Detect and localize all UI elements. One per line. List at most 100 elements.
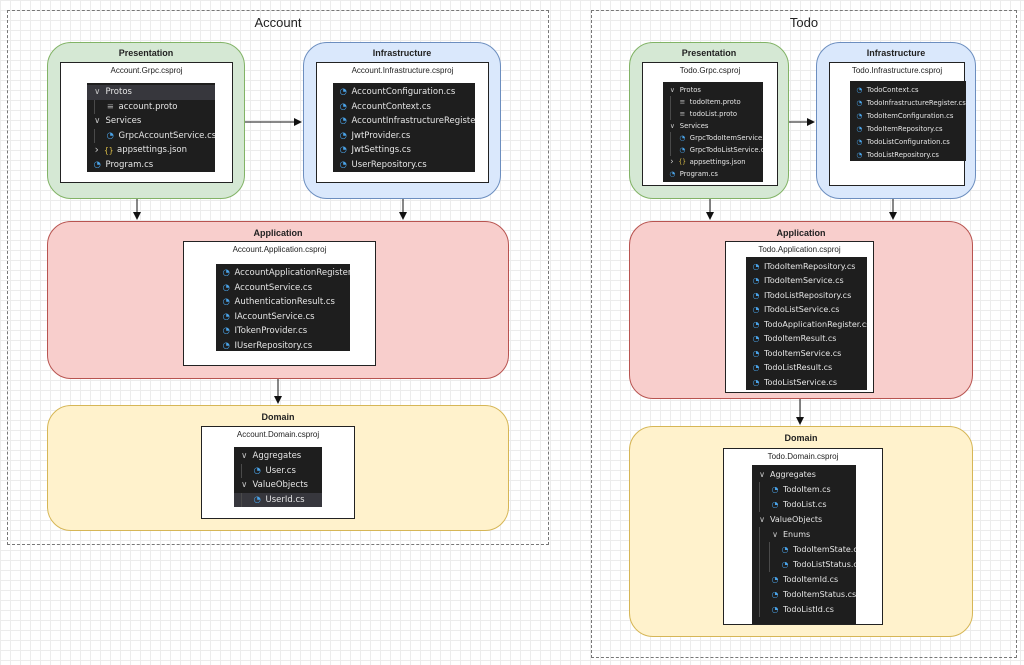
- tree-item[interactable]: ◔TodoItemId.cs: [752, 572, 856, 587]
- chevron-down-icon[interactable]: ∨: [772, 530, 778, 539]
- tree-item[interactable]: ◔AccountContext.cs: [333, 100, 475, 115]
- indent-guide: [759, 602, 769, 617]
- tree-item[interactable]: ∨Protos: [87, 85, 215, 100]
- tree-item[interactable]: ∨ Services: [663, 120, 763, 132]
- tree-item-label: TodoItemStatus.cs: [783, 590, 856, 599]
- chevron-down-icon[interactable]: ∨: [669, 86, 675, 94]
- tree-item[interactable]: ◔JwtProvider.cs: [333, 129, 475, 144]
- csharp-file-icon: ◔: [679, 134, 686, 142]
- csharp-file-icon: ◔: [752, 334, 760, 344]
- tree-item[interactable]: ◔TodoItemStatus.cs: [752, 587, 856, 602]
- chevron-down-icon[interactable]: ∨: [759, 515, 765, 524]
- chevron-down-icon[interactable]: ∨: [94, 87, 101, 98]
- tree-item[interactable]: ◔TodoListRepository.cs: [850, 148, 966, 161]
- tree-item-label: TodoListService.cs: [764, 377, 838, 387]
- tree-item[interactable]: ∨Aggregates: [752, 467, 856, 482]
- tree-item[interactable]: ◔TodoApplicationRegister.cs: [746, 317, 868, 332]
- tree-item[interactable]: ◔TodoList.cs: [752, 497, 856, 512]
- todo-infrastructure-layer: Infrastructure Todo.Infrastructure.cspro…: [816, 42, 976, 199]
- chevron-down-icon[interactable]: ∨: [669, 122, 675, 130]
- layer-title: Domain: [261, 412, 295, 422]
- tree-item[interactable]: ≡todoItem.proto: [663, 96, 763, 108]
- json-file-icon: {}: [678, 159, 686, 165]
- tree-item[interactable]: ◔ITodoItemService.cs: [746, 274, 867, 289]
- chevron-right-icon[interactable]: ›: [94, 144, 99, 157]
- tree-item[interactable]: ◔AccountConfiguration.cs: [333, 85, 475, 100]
- tree-item[interactable]: ◔ TodoListResult.cs: [746, 361, 867, 376]
- indent-guide: [759, 557, 769, 572]
- tree-item[interactable]: ›{}appsettings.json: [87, 143, 215, 158]
- tree-item[interactable]: ∨Enums: [752, 527, 856, 542]
- tree-item-label: Protos: [679, 86, 701, 94]
- file-tree: ◔AccountApplicationRegister.cs◔AccountSe…: [216, 264, 350, 351]
- tree-item[interactable]: ◔AccountService.cs: [216, 281, 350, 296]
- tree-item[interactable]: ◔ITodoListService.cs: [746, 303, 867, 318]
- tree-item[interactable]: ◔TodoListConfiguration.cs: [850, 135, 966, 148]
- tree-item[interactable]: ∨ValueObjects: [234, 478, 322, 493]
- tree-item-label: IAccountService.cs: [234, 311, 315, 322]
- tree-item[interactable]: ◔ITodoItemRepository.cs: [746, 259, 867, 274]
- tree-item[interactable]: ◔GrpcTodoListService.cs: [663, 144, 763, 156]
- file-tree: ∨ Protos ≡todoItem.proto≡todoList.proto ∨ Se…: [663, 82, 763, 182]
- project-name: Account.Domain.csproj: [236, 430, 320, 439]
- tree-item[interactable]: ◔GrpcTodoItemService.cs: [663, 132, 763, 144]
- tree-item[interactable]: ◔AccountInfrastructureRegister.cs: [333, 114, 475, 129]
- csharp-file-icon: ◔: [781, 545, 789, 554]
- tree-item-label: appsettings.json: [117, 145, 187, 156]
- tree-item[interactable]: ◔IAccountService.cs: [216, 310, 350, 325]
- indent-guide: [759, 572, 769, 587]
- layer-title: Infrastructure: [866, 48, 926, 58]
- tree-item-label: TodoItemService.cs: [764, 348, 842, 358]
- tree-item[interactable]: ◔ITokenProvider.cs: [216, 324, 350, 339]
- tree-item[interactable]: ◔Program.cs: [87, 158, 215, 173]
- tree-item-label: AccountContext.cs: [351, 101, 431, 112]
- tree-item[interactable]: ◔TodoInfrastructureRegister.cs: [850, 96, 966, 109]
- tree-item[interactable]: ◔TodoItemService.cs: [746, 346, 867, 361]
- project-box: Todo.Application.csproj ◔ITodoItemReposi…: [725, 241, 874, 393]
- chevron-down-icon[interactable]: ∨: [241, 451, 248, 462]
- tree-item[interactable]: ◔IUserRepository.cs: [216, 339, 350, 354]
- csharp-file-icon: ◔: [752, 363, 760, 373]
- csharp-file-icon: ◔: [222, 340, 230, 351]
- tree-item[interactable]: ∨ValueObjects: [752, 512, 856, 527]
- tree-item[interactable]: ◔TodoItemRepository.cs: [850, 122, 966, 135]
- chevron-down-icon[interactable]: ∨: [94, 116, 101, 127]
- tree-item[interactable]: ◔TodoItemState.cs: [752, 542, 856, 557]
- tree-item-label: AccountConfiguration.cs: [351, 87, 456, 98]
- tree-item[interactable]: ◔TodoListStatus.cs: [752, 557, 856, 572]
- tree-item[interactable]: ›{}appsettings.json: [663, 156, 763, 168]
- tree-item[interactable]: ◔AccountApplicationRegister.cs: [216, 266, 350, 281]
- tree-item-label: UserRepository.cs: [351, 159, 427, 170]
- tree-item[interactable]: ◔JwtSettings.cs: [333, 143, 475, 158]
- tree-item[interactable]: ◔Program.cs: [663, 168, 763, 180]
- tree-item-label: Services: [679, 122, 709, 130]
- tree-item[interactable]: ∨ Protos: [663, 84, 763, 96]
- csharp-file-icon: ◔: [771, 605, 779, 614]
- tree-item[interactable]: ∨Aggregates: [234, 449, 322, 464]
- chevron-right-icon[interactable]: ›: [670, 157, 674, 167]
- tree-item[interactable]: ∨Services: [87, 114, 215, 129]
- tree-item[interactable]: ◔TodoItemResult.cs: [746, 332, 867, 347]
- indent-guide: [241, 492, 251, 507]
- tree-item[interactable]: ◔TodoItem.cs: [752, 482, 856, 497]
- tree-item-label: TodoListId.cs: [783, 605, 834, 614]
- tree-item-label: ITodoItemService.cs: [764, 276, 844, 286]
- tree-item[interactable]: ◔UserId.cs: [234, 492, 322, 507]
- chevron-down-icon[interactable]: ∨: [241, 480, 248, 491]
- tree-item[interactable]: ◔AuthenticationResult.cs: [216, 295, 350, 310]
- tree-item[interactable]: ≡todoList.proto: [663, 108, 763, 120]
- tree-item[interactable]: ◔ITodoListRepository.cs: [746, 288, 867, 303]
- tree-item[interactable]: ◔GrpcAccountService.cs: [87, 128, 215, 143]
- project-name: Account.Application.csproj: [232, 245, 327, 254]
- tree-item-label: TodoList.cs: [783, 500, 827, 509]
- tree-item[interactable]: ◔UserRepository.cs: [333, 158, 475, 173]
- tree-item[interactable]: ◔TodoListService.cs: [746, 375, 867, 390]
- tree-item[interactable]: ◔TodoItemConfiguration.cs: [850, 109, 966, 122]
- tree-item[interactable]: ◔ TodoListId.cs: [752, 602, 856, 617]
- tree-item-label: TodoListResult.cs: [764, 363, 833, 373]
- tree-item[interactable]: ◔TodoContext.cs: [850, 83, 966, 96]
- tree-item[interactable]: ≡account.proto: [87, 99, 215, 114]
- chevron-down-icon[interactable]: ∨: [759, 470, 765, 479]
- tree-item[interactable]: ◔User.cs: [234, 463, 322, 478]
